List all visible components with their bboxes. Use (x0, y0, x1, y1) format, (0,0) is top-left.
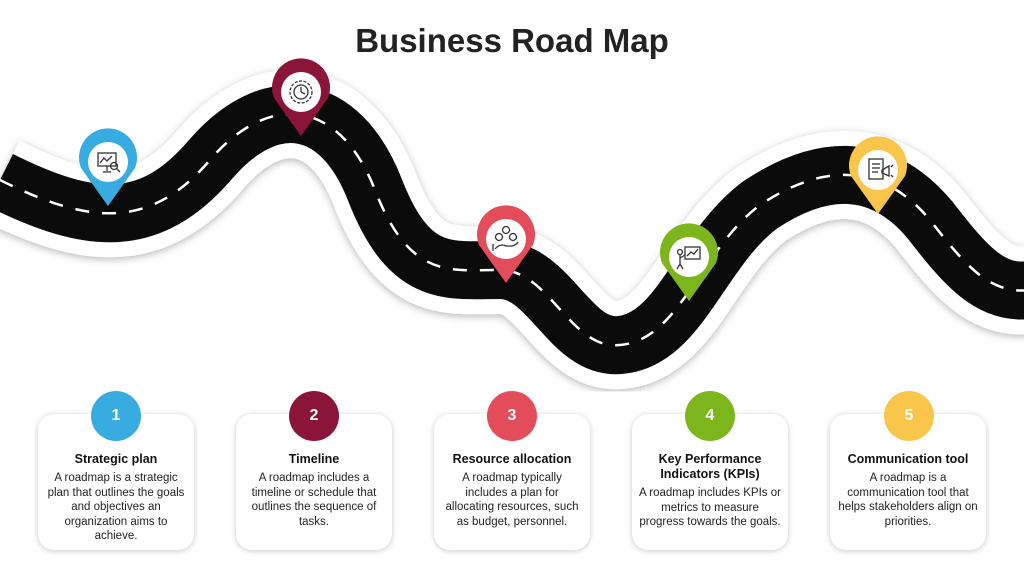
step-title: Communication tool (847, 452, 969, 466)
page-title: Business Road Map (355, 22, 669, 59)
step-number-badge: 1 (91, 391, 141, 441)
step-number-badge: 3 (487, 391, 537, 441)
step-description: A roadmap typically includes a plan for … (445, 472, 579, 528)
step-title: Resource allocation (452, 452, 572, 466)
step-description: A roadmap includes KPIs or metrics to me… (639, 487, 781, 528)
pin-strategic-plan (79, 128, 137, 207)
document-megaphone-icon (868, 158, 894, 180)
step-number-badge: 5 (884, 391, 934, 441)
step-number-badge: 4 (685, 391, 735, 441)
pin-kpis (660, 223, 718, 301)
step-title: Strategic plan (74, 452, 158, 466)
step-title: Timeline (288, 452, 340, 466)
clock-gear-icon (289, 80, 313, 104)
step-number-badge: 2 (289, 391, 339, 441)
step-description: A roadmap is a communication tool that h… (838, 472, 978, 528)
step-description: A roadmap includes a timeline or schedul… (251, 472, 377, 528)
presenter-board-icon (676, 246, 701, 270)
step-card-4: Key Performance Indicators (KPIs) A road… (632, 414, 788, 550)
pin-resource-allocation (477, 205, 535, 283)
hand-resources-icon (492, 225, 519, 251)
pin-communication-tool (849, 136, 907, 215)
presentation-chart-icon (97, 152, 121, 173)
step-title: Key Performance Indicators (KPIs) (658, 452, 762, 481)
pin-timeline (272, 58, 330, 137)
step-description: A roadmap is a strategic plan that outli… (47, 472, 185, 542)
